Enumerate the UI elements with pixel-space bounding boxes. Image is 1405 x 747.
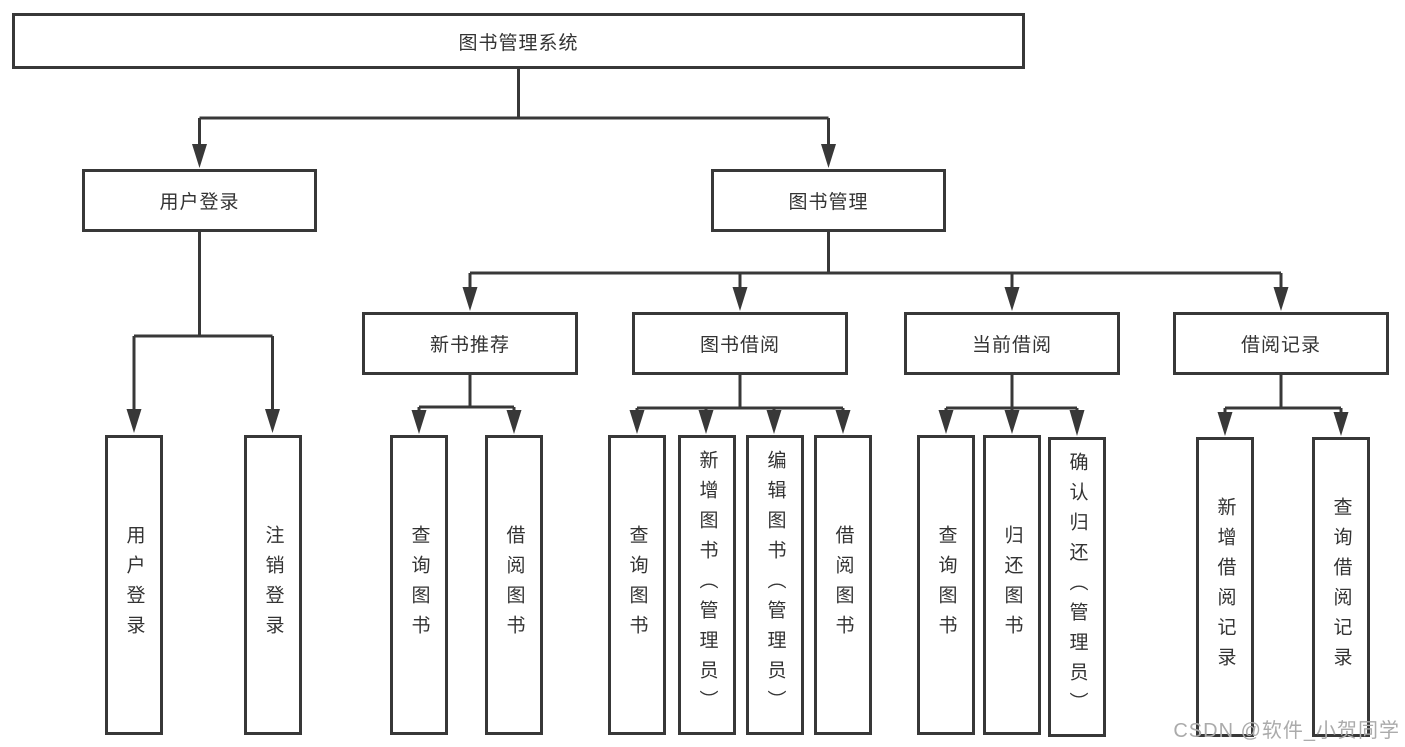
connector-root-to-level2 <box>198 69 830 150</box>
connector-mgmt-to-level3 <box>468 232 1283 292</box>
node-root-label: 图书管理系统 <box>458 32 579 54</box>
leaf-logout: 注销登录 <box>244 435 302 735</box>
node-book-borrow-label: 图书借阅 <box>699 335 780 356</box>
leaf-user-login-label: 用户登录 <box>123 525 145 645</box>
csdn-watermark: CSDN @软件_小贺同学 <box>1173 720 1400 742</box>
leaf-current-confirm-return-admin-label: 确认归还（管理员） <box>1066 452 1088 722</box>
leaf-logout-label: 注销登录 <box>262 525 284 645</box>
leaf-borrow-borrow-book: 借阅图书 <box>814 435 872 735</box>
node-user-login-label: 用户登录 <box>159 192 240 213</box>
connector-login-to-leaves <box>132 232 274 415</box>
leaf-borrow-edit-book-admin-label: 编辑图书（管理员） <box>764 450 786 720</box>
node-borrow-records: 借阅记录 <box>1173 312 1389 375</box>
leaf-borrow-query-book: 查询图书 <box>608 435 666 735</box>
connector-records-to-leaves <box>1223 375 1343 418</box>
leaf-borrow-edit-book-admin: 编辑图书（管理员） <box>746 435 804 735</box>
node-new-book-recommend-label: 新书推荐 <box>429 335 510 356</box>
leaf-current-query-book: 查询图书 <box>917 435 975 735</box>
leaf-rec-query-book-label: 查询图书 <box>408 525 430 645</box>
leaf-records-query-record-label: 查询借阅记录 <box>1330 497 1352 677</box>
leaf-records-query-record: 查询借阅记录 <box>1312 437 1370 737</box>
node-current-borrow: 当前借阅 <box>904 312 1120 375</box>
leaf-current-return-book: 归还图书 <box>983 435 1041 735</box>
connector-rec-to-leaves <box>417 375 516 416</box>
leaf-current-return-book-label: 归还图书 <box>1001 525 1023 645</box>
leaf-user-login: 用户登录 <box>105 435 163 735</box>
leaf-rec-borrow-book-label: 借阅图书 <box>503 525 525 645</box>
connector-current-to-leaves <box>944 375 1079 416</box>
node-book-management: 图书管理 <box>711 169 946 232</box>
node-new-book-recommend: 新书推荐 <box>362 312 578 375</box>
leaf-current-query-book-label: 查询图书 <box>935 525 957 645</box>
node-book-borrow: 图书借阅 <box>632 312 848 375</box>
leaf-records-add-record-label: 新增借阅记录 <box>1214 497 1236 677</box>
node-root: 图书管理系统 <box>12 13 1025 69</box>
leaf-rec-query-book: 查询图书 <box>390 435 448 735</box>
connector-borrow-to-leaves <box>635 375 845 416</box>
leaf-borrow-add-book-admin-label: 新增图书（管理员） <box>696 450 718 720</box>
leaf-records-add-record: 新增借阅记录 <box>1196 437 1254 737</box>
leaf-borrow-add-book-admin: 新增图书（管理员） <box>678 435 736 735</box>
node-current-borrow-label: 当前借阅 <box>971 335 1052 356</box>
node-user-login: 用户登录 <box>82 169 317 232</box>
node-book-management-label: 图书管理 <box>788 192 869 213</box>
arrowheads <box>126 144 1349 436</box>
leaf-borrow-query-book-label: 查询图书 <box>626 525 648 645</box>
node-borrow-records-label: 借阅记录 <box>1240 335 1321 356</box>
leaf-current-confirm-return-admin: 确认归还（管理员） <box>1048 437 1106 737</box>
leaf-rec-borrow-book: 借阅图书 <box>485 435 543 735</box>
leaf-borrow-borrow-book-label: 借阅图书 <box>832 525 854 645</box>
